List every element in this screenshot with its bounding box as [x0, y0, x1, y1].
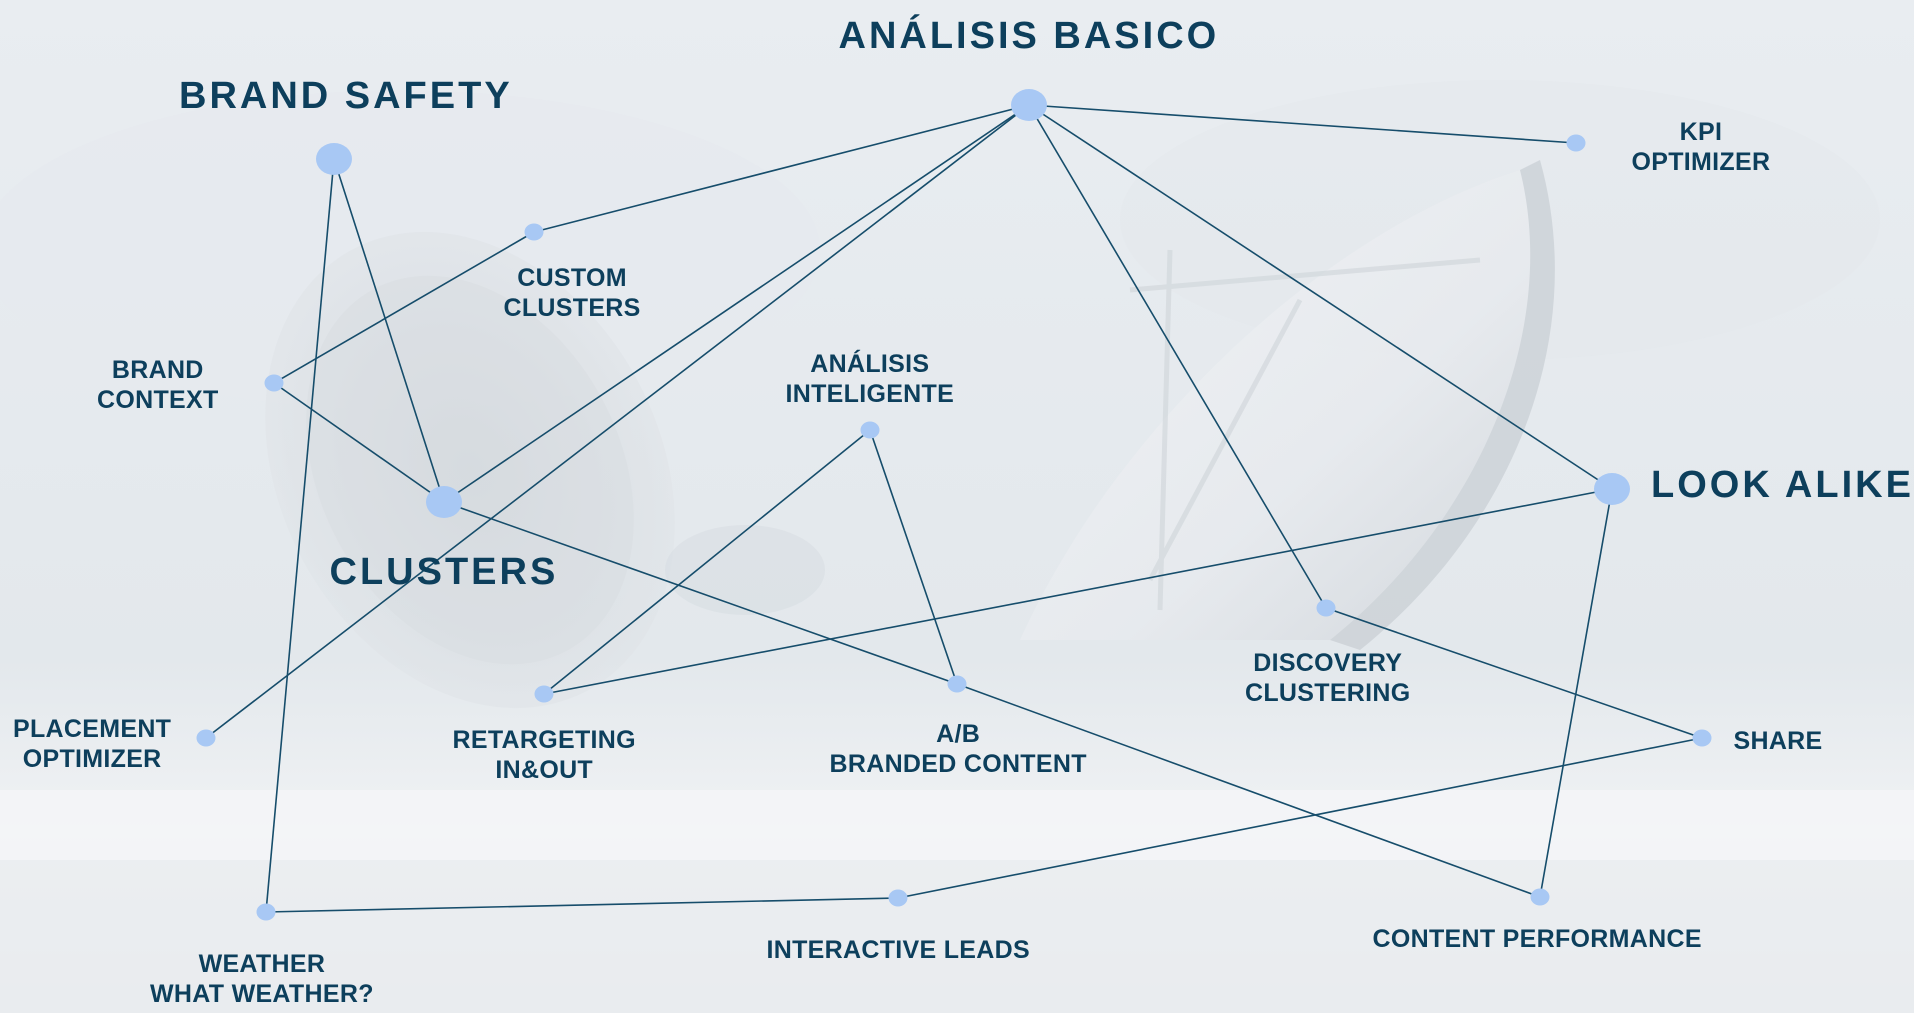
label-analisis-basico: ANÁLISIS BASICO — [838, 15, 1220, 57]
label-brand-context: BRAND CONTEXT — [97, 356, 219, 414]
label-retargeting: RETARGETING IN&OUT — [452, 726, 636, 784]
label-share: SHARE — [1733, 727, 1823, 755]
edge-interactive-leads-to-weather — [265, 897, 899, 913]
edge-analisis-basico-to-kpi-optimizer — [1028, 104, 1577, 144]
node-weather — [256, 903, 276, 921]
edge-share-to-interactive-leads — [897, 737, 1703, 899]
edges — [205, 104, 1703, 913]
label-clusters: CLUSTERS — [329, 551, 559, 593]
edge-brand-safety-to-weather — [265, 158, 335, 913]
edge-retargeting-to-look-alike — [543, 488, 1613, 695]
label-brand-safety: BRAND SAFETY — [179, 75, 513, 117]
node-kpi-optimizer — [1566, 134, 1586, 152]
node-placement-optimizer — [196, 729, 216, 747]
label-weather: WEATHER WHAT WEATHER? — [150, 950, 374, 1008]
node-look-alike — [1594, 473, 1630, 505]
label-interactive-leads: INTERACTIVE LEADS — [766, 936, 1030, 964]
label-custom-clusters: CUSTOM CLUSTERS — [503, 264, 641, 322]
node-brand-context — [264, 374, 284, 392]
node-retargeting — [534, 685, 554, 703]
node-brand-safety — [316, 143, 352, 175]
label-discovery-clustering: DISCOVERY CLUSTERING — [1245, 649, 1411, 707]
nodes — [196, 89, 1712, 921]
node-analisis-inteligente — [860, 421, 880, 439]
label-placement-optimizer: PLACEMENT OPTIMIZER — [13, 715, 172, 773]
node-share — [1692, 729, 1712, 747]
label-look-alike: LOOK ALIKE — [1651, 464, 1914, 506]
node-analisis-basico — [1011, 89, 1047, 121]
edge-analisis-basico-to-placement-optimizer — [205, 104, 1030, 739]
edge-brand-context-to-clusters — [273, 382, 445, 503]
node-custom-clusters — [524, 223, 544, 241]
edge-clusters-to-ab-branded — [443, 501, 958, 685]
edge-brand-safety-to-clusters — [333, 158, 445, 503]
edge-discovery-clustering-to-share — [1325, 607, 1703, 739]
node-clusters — [426, 486, 462, 518]
edge-analisis-inteligente-to-retargeting — [543, 429, 871, 695]
node-ab-branded — [947, 675, 967, 693]
edge-analisis-basico-to-custom-clusters — [533, 104, 1030, 233]
edge-look-alike-to-content-performance — [1539, 488, 1613, 898]
label-ab-branded: A/B BRANDED CONTENT — [829, 720, 1087, 778]
edge-ab-branded-to-content-performance — [956, 683, 1541, 898]
node-discovery-clustering — [1316, 599, 1336, 617]
edge-analisis-basico-to-discovery-clustering — [1028, 104, 1327, 609]
edge-custom-clusters-to-brand-context — [273, 231, 535, 384]
node-interactive-leads — [888, 889, 908, 907]
node-content-performance — [1530, 888, 1550, 906]
label-analisis-inteligente: ANÁLISIS INTELIGENTE — [785, 350, 955, 408]
label-content-performance: CONTENT PERFORMANCE — [1372, 925, 1702, 953]
edge-analisis-basico-to-clusters — [443, 104, 1030, 503]
edge-analisis-inteligente-to-ab-branded — [869, 429, 958, 685]
label-kpi-optimizer: KPI OPTIMIZER — [1631, 118, 1771, 176]
edge-analisis-basico-to-look-alike — [1028, 104, 1613, 490]
